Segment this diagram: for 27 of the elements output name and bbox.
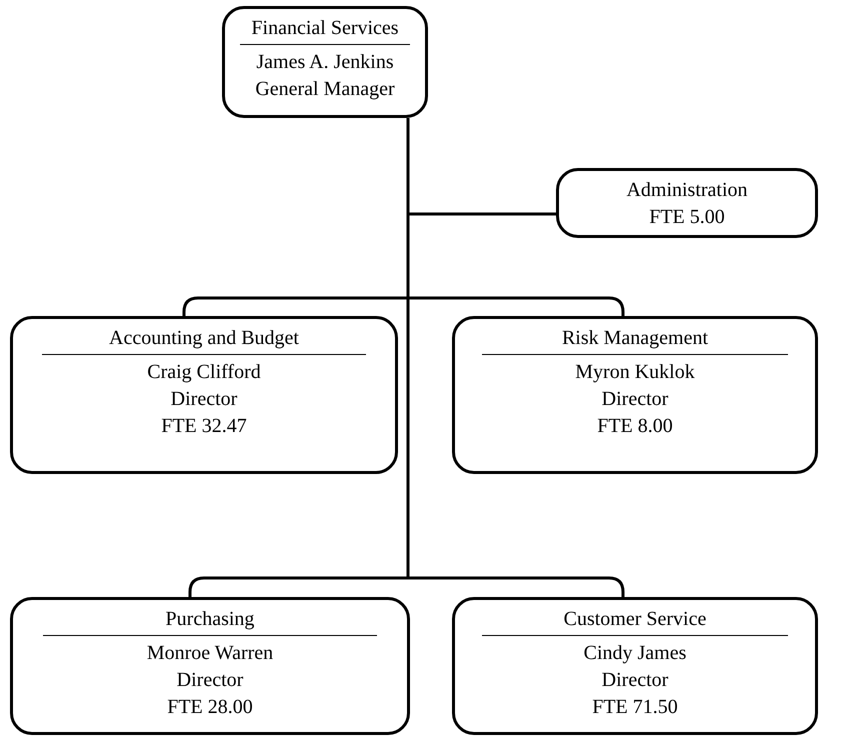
box-text: Director: [602, 668, 668, 693]
unit-title: Risk Management: [562, 326, 708, 351]
box-text: FTE 8.00: [597, 414, 673, 439]
org-box: [556, 168, 818, 238]
unit-title: Accounting and Budget: [109, 326, 299, 351]
org-box: [452, 316, 818, 474]
box-text: Monroe Warren: [146, 641, 274, 666]
box-text: Cindy James: [584, 641, 686, 666]
box-text: FTE 28.00: [167, 695, 253, 720]
unit-title: Purchasing: [166, 607, 254, 632]
box-text: FTE 71.50: [592, 695, 678, 720]
box-text: Director: [170, 387, 238, 412]
org-box: [452, 597, 818, 735]
box-text: Craig Clifford: [147, 360, 261, 385]
unit-title: Customer Service: [564, 607, 706, 632]
org-box: [10, 316, 398, 474]
box-text: Director: [602, 387, 668, 412]
org-box: [10, 597, 410, 735]
box-text: James A. Jenkins: [256, 50, 394, 75]
box-text: FTE 32.47: [161, 414, 247, 439]
box-text: General Manager: [255, 77, 395, 102]
box-text: FTE 5.00: [649, 205, 725, 230]
unit-title: Administration: [626, 178, 748, 203]
box-text: Director: [176, 668, 244, 693]
unit-title: Financial Services: [251, 16, 399, 41]
org-box: [222, 6, 428, 118]
box-text: Myron Kuklok: [575, 360, 695, 385]
